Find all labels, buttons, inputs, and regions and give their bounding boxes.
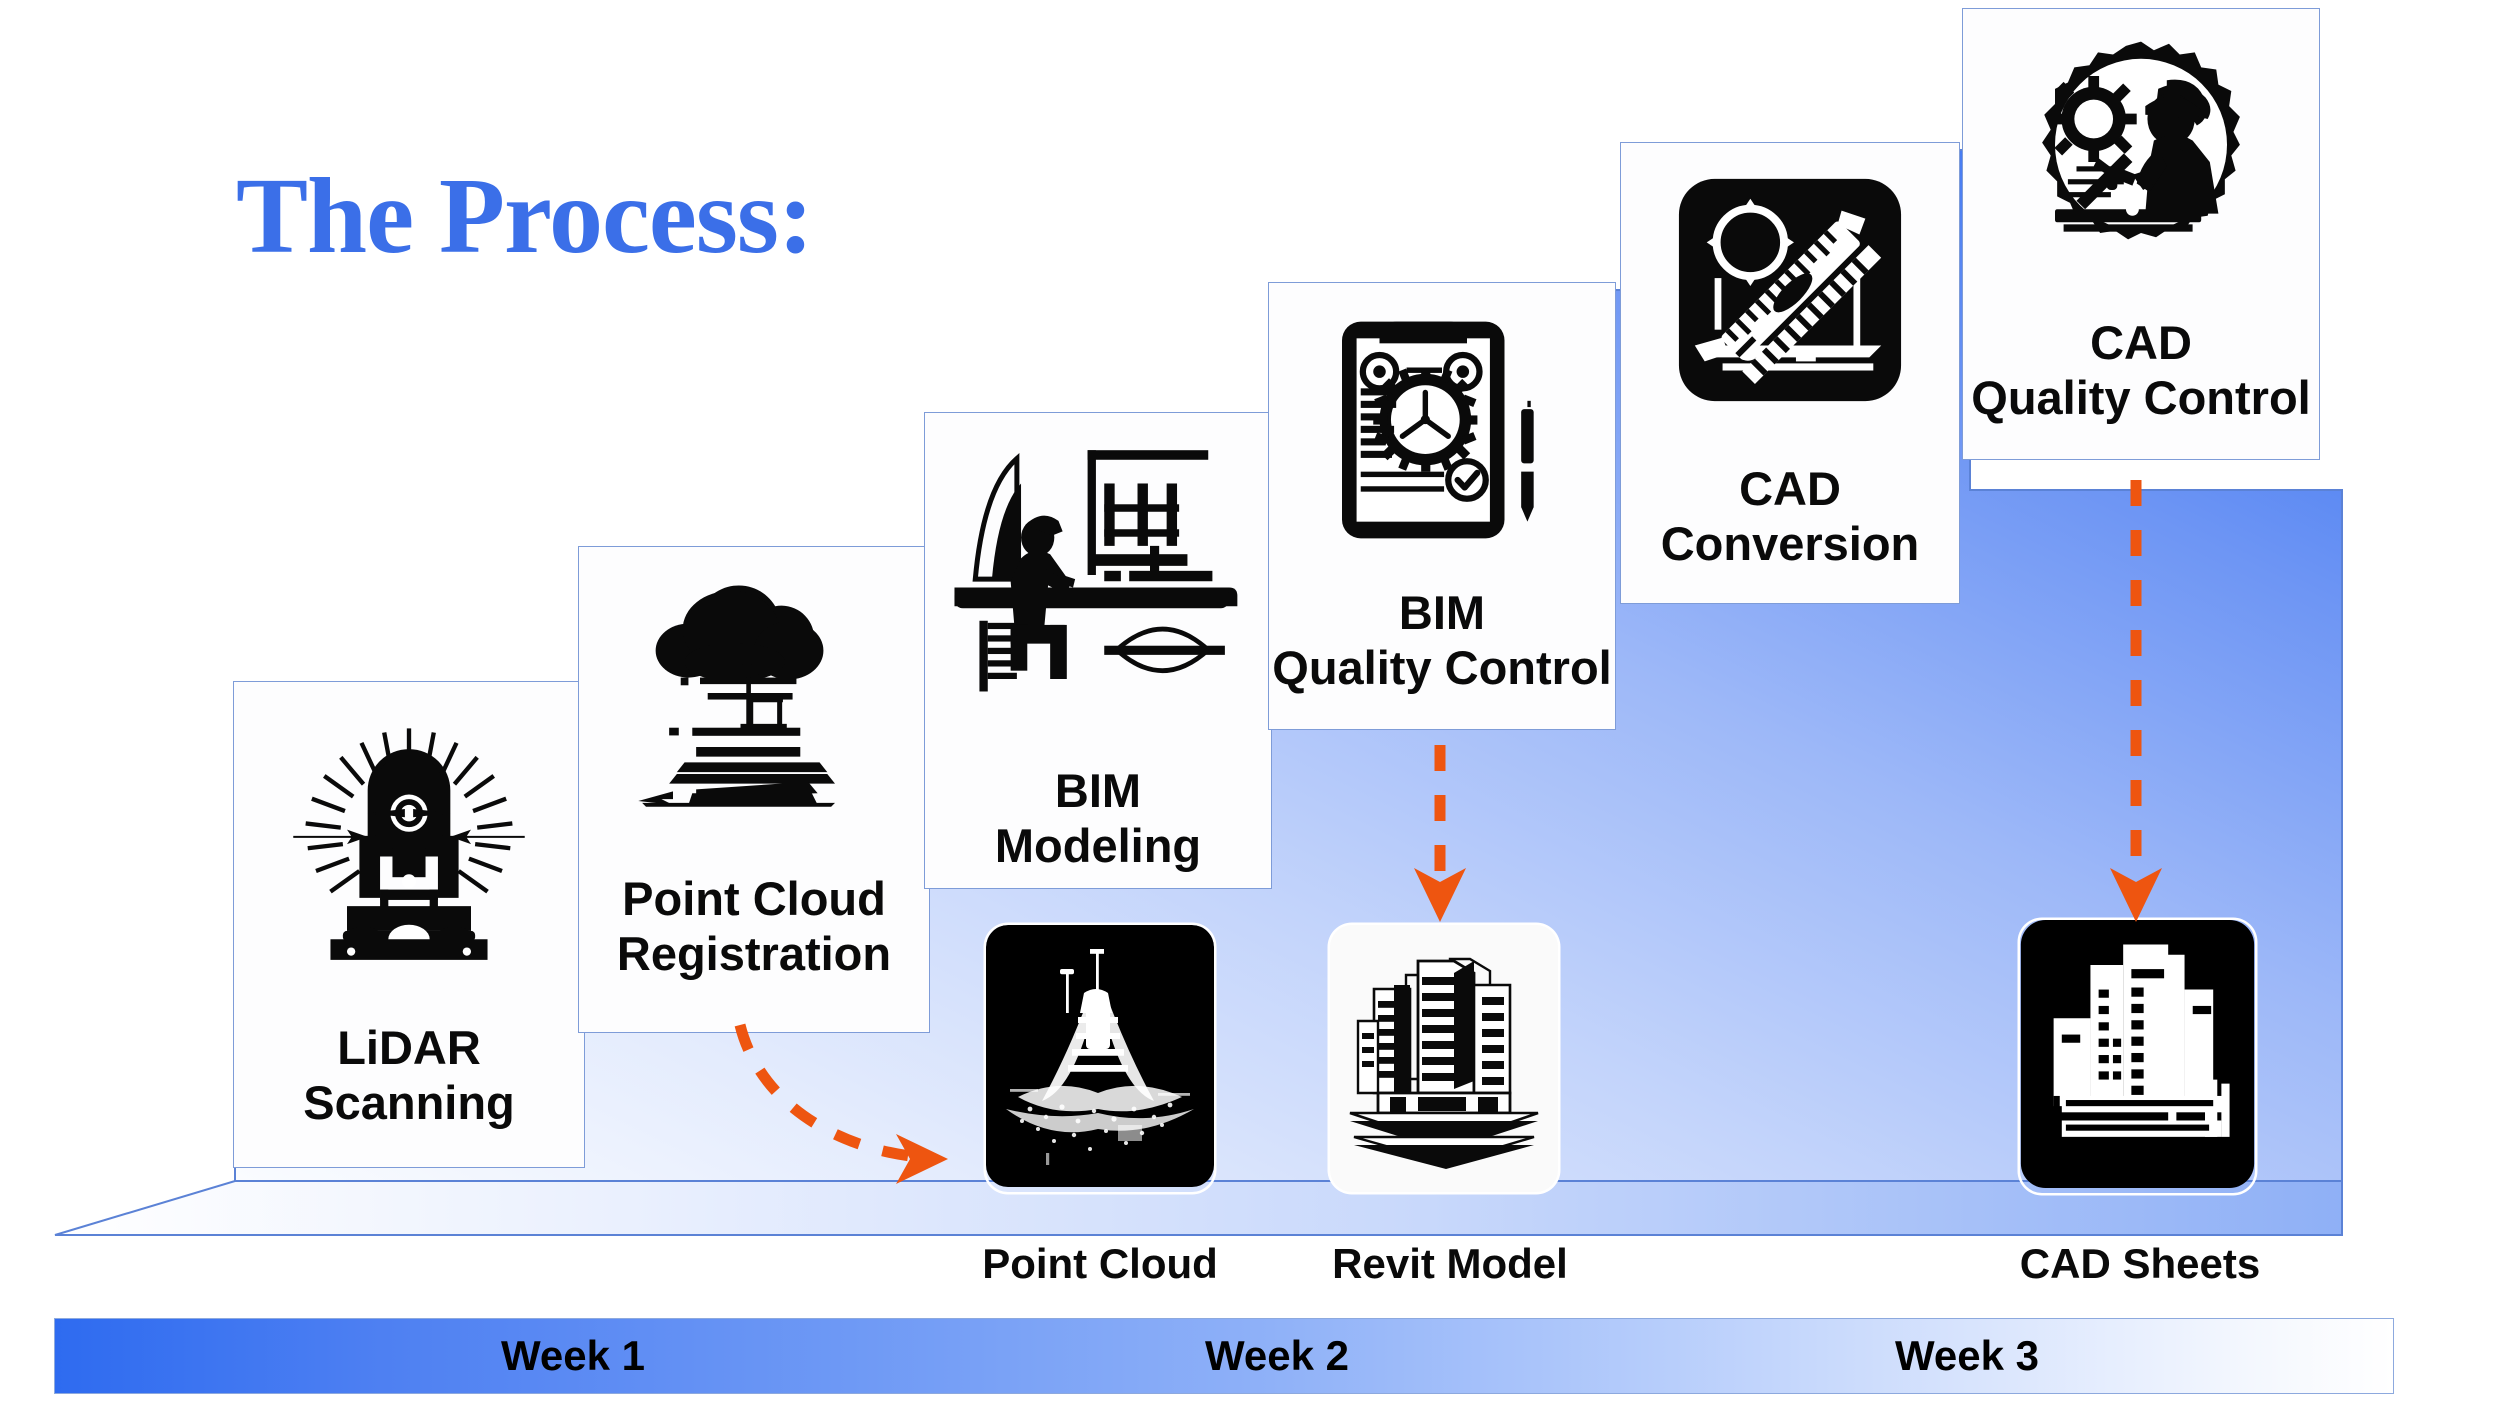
cad-sheets-thumbnail bbox=[2020, 920, 2255, 1193]
drafting-ruler-icon bbox=[1671, 171, 1909, 414]
output-point-cloud[interactable] bbox=[986, 925, 1214, 1192]
process-card-label: Point Cloud Registration bbox=[616, 872, 892, 980]
cloud-survey-icon bbox=[619, 577, 889, 814]
process-card-label: BIM Quality Control bbox=[1272, 586, 1612, 694]
timeline-bar: Week 1 Week 2 Week 3 bbox=[54, 1318, 2394, 1394]
lidar-scanner-icon bbox=[285, 716, 533, 969]
process-card-label: CAD Conversion bbox=[1660, 462, 1920, 570]
process-card-cad-conversion[interactable]: CAD Conversion bbox=[1620, 142, 1960, 604]
process-card-label: LiDAR Scanning bbox=[303, 1021, 515, 1129]
process-card-label: CAD Quality Control bbox=[1971, 316, 2311, 424]
timeline-week-2: Week 2 bbox=[1205, 1332, 1349, 1379]
output-cad-sheets[interactable] bbox=[2020, 920, 2255, 1193]
process-card-cad-quality-control[interactable]: CAD Quality Control bbox=[1962, 8, 2320, 460]
output-label-cad-sheets: CAD Sheets bbox=[2019, 1240, 2261, 1287]
architect-desk-icon bbox=[942, 429, 1254, 726]
output-revit-model[interactable] bbox=[1330, 925, 1558, 1192]
clipboard-gear-check-icon bbox=[1317, 305, 1567, 560]
output-label-revit-model: Revit Model bbox=[1332, 1240, 1568, 1287]
output-label-point-cloud: Point Cloud bbox=[982, 1240, 1218, 1287]
process-card-point-cloud-registration[interactable]: Point Cloud Registration bbox=[578, 546, 930, 1033]
process-card-label: BIM Modeling bbox=[994, 764, 1202, 872]
gear-badge-drafter-icon bbox=[2012, 33, 2270, 296]
revit-building-thumbnail bbox=[1330, 925, 1558, 1192]
timeline-week-3: Week 3 bbox=[1895, 1332, 2039, 1379]
page-title: The Process: bbox=[236, 157, 814, 276]
process-card-lidar-scanning[interactable]: LiDAR Scanning bbox=[233, 681, 585, 1168]
process-card-bim-quality-control[interactable]: BIM Quality Control bbox=[1268, 282, 1616, 730]
point-cloud-thumbnail bbox=[986, 925, 1214, 1192]
process-card-bim-modeling[interactable]: BIM Modeling bbox=[924, 412, 1272, 889]
timeline-week-1: Week 1 bbox=[501, 1332, 645, 1379]
